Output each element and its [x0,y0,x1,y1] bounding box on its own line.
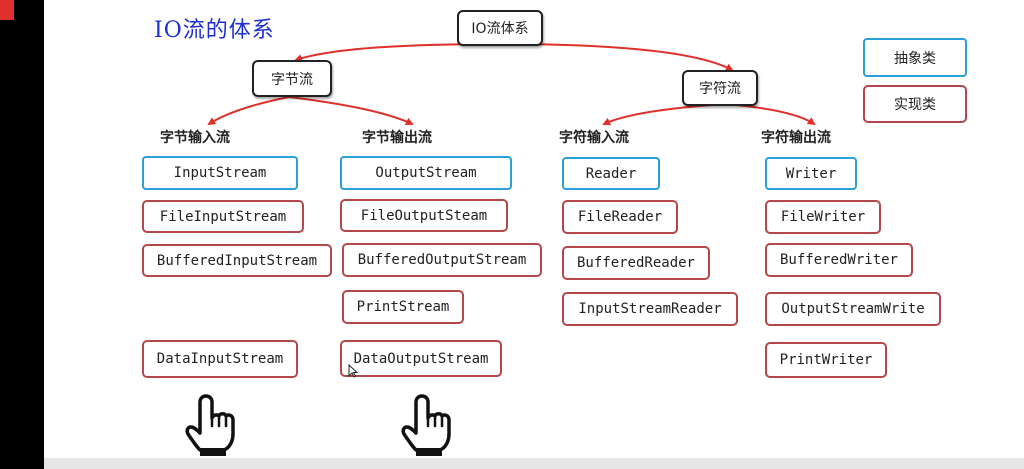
heading-byte-input: 字节输入流 [160,130,230,146]
legend-impl: 实现类 [863,85,967,123]
class-inputstreamreader: InputStreamReader [562,292,738,326]
heading-char-output: 字符输出流 [761,130,831,146]
page-title: IO流的体系 [154,18,275,43]
arrow-byte-to-output [288,96,414,125]
class-outputstreamwrite: OutputStreamWrite [765,292,941,326]
pointing-hand-icon [401,394,451,456]
bottom-bar [44,458,1024,469]
class-printstream: PrintStream [342,290,464,324]
class-dataoutputstream: DataOutputStream [340,340,502,377]
red-side-marker [0,0,14,20]
class-datainputstream: DataInputStream [142,340,298,378]
heading-char-input: 字符输入流 [559,130,629,146]
class-reader: Reader [562,157,660,190]
mouse-cursor-icon [348,364,358,378]
slide: IO流的体系 IO流体系 字节流 字符流 抽象类 实现类 字节输入流 Input… [44,0,1024,469]
class-bufferedinputstream: BufferedInputStream [142,244,332,277]
class-bufferedwriter: BufferedWriter [765,243,913,277]
class-outputstream: OutputStream [340,156,512,190]
class-fileinputstream: FileInputStream [142,200,304,233]
legend-abstract: 抽象类 [863,38,967,77]
heading-byte-output: 字节输出流 [362,130,432,146]
arrow-root-to-char [498,43,734,71]
pointing-hand-icon [185,394,235,456]
class-fileoutputsteam: FileOutputSteam [340,199,508,232]
byte-stream-node: 字节流 [252,60,332,97]
class-bufferedoutputstream: BufferedOutputStream [342,243,542,277]
class-filewriter: FileWriter [765,200,881,234]
class-writer: Writer [765,157,857,190]
class-printwriter: PrintWriter [765,342,887,378]
class-bufferedreader: BufferedReader [562,246,710,280]
arrow-byte-to-input [207,96,290,126]
class-inputstream: InputStream [142,156,298,190]
char-stream-node: 字符流 [682,70,758,106]
class-filereader: FileReader [562,200,678,234]
arrow-char-to-input [602,103,727,126]
arrow-root-to-byte [294,43,500,62]
root-node: IO流体系 [457,10,543,46]
arrow-char-to-output [725,103,816,126]
